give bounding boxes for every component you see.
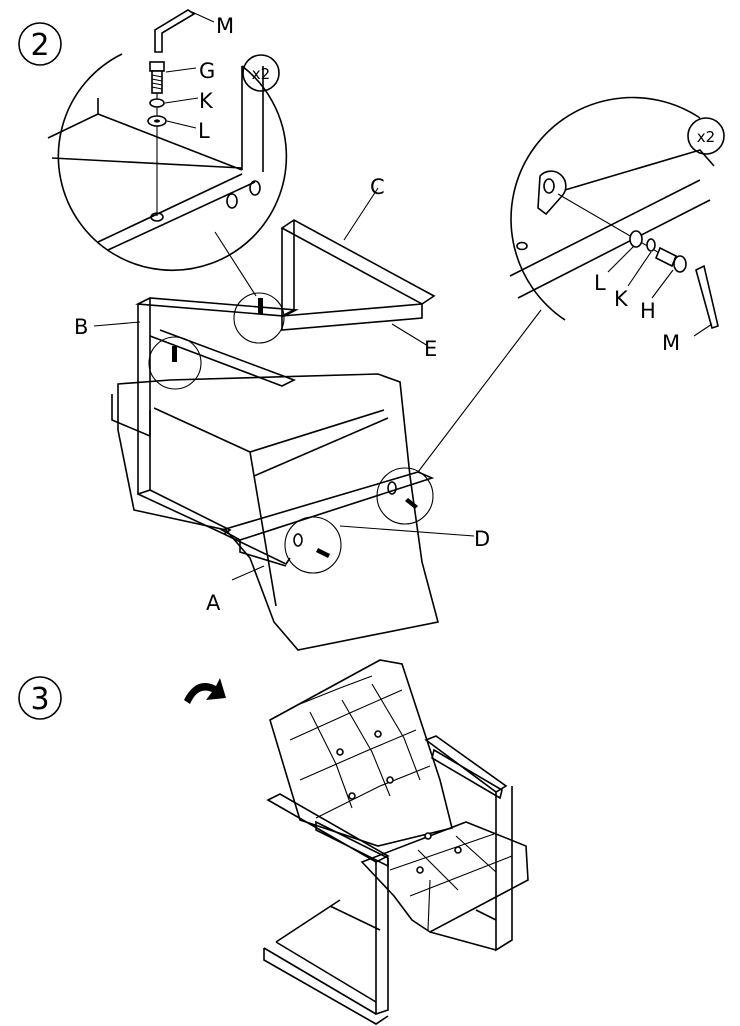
front-bar-hole-2: [387, 481, 397, 495]
back-frame-part-c: [280, 219, 436, 318]
label-c: C: [370, 175, 385, 199]
seat-part-a-edges: [153, 407, 389, 607]
bolt-g-shank: [151, 70, 163, 94]
label-d: D: [474, 527, 490, 551]
detail-left-frame-bar: [97, 66, 264, 251]
quantity-badge-right: [687, 117, 725, 155]
detail-left-frame-top: [47, 98, 243, 171]
step-2-circle: [18, 22, 62, 66]
flat-washer-l-hole: [154, 119, 160, 123]
label-m-left: M: [216, 14, 234, 38]
step-2-number: 2: [30, 28, 49, 63]
detail-left: M G K L x2: [47, 9, 288, 297]
detail-left-hole-2: [249, 180, 261, 196]
callout-circle-2: [233, 292, 285, 344]
callout-circle-1: [148, 336, 202, 390]
allen-key-icon: [695, 264, 719, 330]
label-h: H: [640, 299, 656, 323]
backrest-tufting: [289, 675, 431, 819]
allen-key-icon: [154, 9, 196, 53]
button: [336, 748, 344, 756]
step-3-circle: [18, 676, 62, 720]
bolt-g-head: [149, 61, 165, 72]
chair-frame-right-base: [429, 909, 497, 951]
detail-right-callout-line: [417, 309, 542, 473]
bolt-h-head: [673, 255, 687, 273]
spring-washer-k-right: [646, 238, 656, 252]
cross-bar-part-e: [281, 303, 423, 331]
quantity-badge-left: [242, 54, 280, 92]
quantity-right: x2: [697, 128, 715, 146]
detail-right-hole: [516, 241, 528, 251]
bolt-g-thread: [151, 74, 163, 90]
seat-tufting: [389, 833, 513, 931]
step-3-number: 3: [30, 682, 49, 717]
seat-part-a: [117, 373, 439, 651]
chair-frame-uprights: [375, 786, 513, 1016]
label-e: E: [424, 337, 437, 361]
label-g: G: [199, 59, 215, 83]
label-m-right: M: [662, 331, 680, 355]
label-k-right: K: [614, 287, 629, 311]
side-frame-part-b: [135, 297, 299, 496]
detail-left-hole-1: [226, 193, 238, 209]
detail-right-circle: [510, 96, 701, 321]
right-armrest: [424, 735, 508, 800]
back-frame-rail: [149, 329, 297, 387]
detail-left-circle: [57, 53, 288, 272]
detail-left-callout-line: [214, 231, 257, 297]
detail-left-leaders: [164, 11, 215, 129]
button: [386, 776, 394, 784]
button: [454, 846, 462, 854]
spring-washer-k: [149, 98, 165, 108]
quantity-left: x2: [252, 65, 270, 83]
part-label-leaders: [93, 187, 475, 581]
button: [348, 792, 356, 800]
detail-right-leaders: [607, 245, 713, 337]
label-k-left: K: [199, 89, 214, 113]
detail-right: L K H M x2: [417, 96, 725, 473]
label-a: A: [206, 591, 221, 615]
button: [416, 866, 424, 874]
chair-frame-base: [263, 899, 389, 1025]
button: [424, 832, 432, 840]
flip-over-arrow-icon: [184, 678, 226, 704]
step-2: 2 M G K L x2: [18, 9, 725, 651]
detail-right-bracket-hole: [543, 178, 555, 194]
callout-circle-4: [376, 467, 434, 525]
label-l-right: L: [594, 271, 606, 295]
flat-washer-l-right: [629, 230, 643, 248]
seat-cushion: [360, 821, 529, 933]
step-3: 3: [18, 659, 529, 1025]
chair-assembly-inverted: B C E D A: [74, 175, 490, 651]
button: [374, 730, 382, 738]
label-b: B: [74, 315, 88, 339]
detail-right-bar: [509, 149, 715, 299]
front-bar-part-d: [219, 471, 435, 541]
front-bar-part-d-end: [239, 540, 287, 567]
callout-circle-3: [284, 516, 342, 574]
backrest: [269, 659, 453, 847]
label-l-left: L: [198, 119, 210, 143]
bolt-h-shank: [654, 246, 678, 268]
front-bar-hole-1: [293, 533, 303, 547]
chair-assembled: [263, 659, 529, 1025]
